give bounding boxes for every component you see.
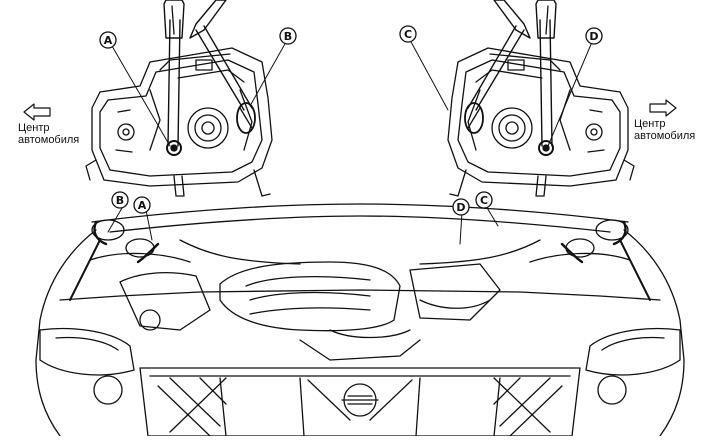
arrow-left-icon — [23, 103, 51, 121]
right-headlamp-detail — [447, 0, 635, 197]
callout-c-detail: C — [399, 25, 417, 43]
vehicle-center-label-left: Центр автомобиля — [18, 122, 80, 146]
svg-text:B: B — [284, 30, 292, 43]
callout-c-car: C — [475, 191, 493, 209]
svg-text:A: A — [104, 34, 113, 47]
svg-text:D: D — [456, 201, 465, 214]
callout-d-car: D — [452, 198, 470, 216]
svg-text:A: A — [138, 199, 147, 212]
svg-text:B: B — [116, 194, 124, 207]
callout-a-detail: A — [99, 31, 117, 49]
left-headlamp-detail — [85, 0, 273, 197]
callout-b-detail: B — [279, 27, 297, 45]
svg-text:C: C — [480, 194, 488, 207]
arrow-right-icon — [649, 99, 677, 117]
callout-b-car: B — [111, 191, 129, 209]
svg-text:D: D — [589, 30, 598, 43]
car-front-view — [35, 203, 685, 437]
callout-a-car: A — [133, 196, 151, 214]
svg-text:C: C — [404, 28, 412, 41]
vehicle-center-label-right: Центр автомобиля — [634, 118, 696, 142]
callout-leaders — [107, 39, 593, 245]
callout-d-detail: D — [585, 27, 603, 45]
